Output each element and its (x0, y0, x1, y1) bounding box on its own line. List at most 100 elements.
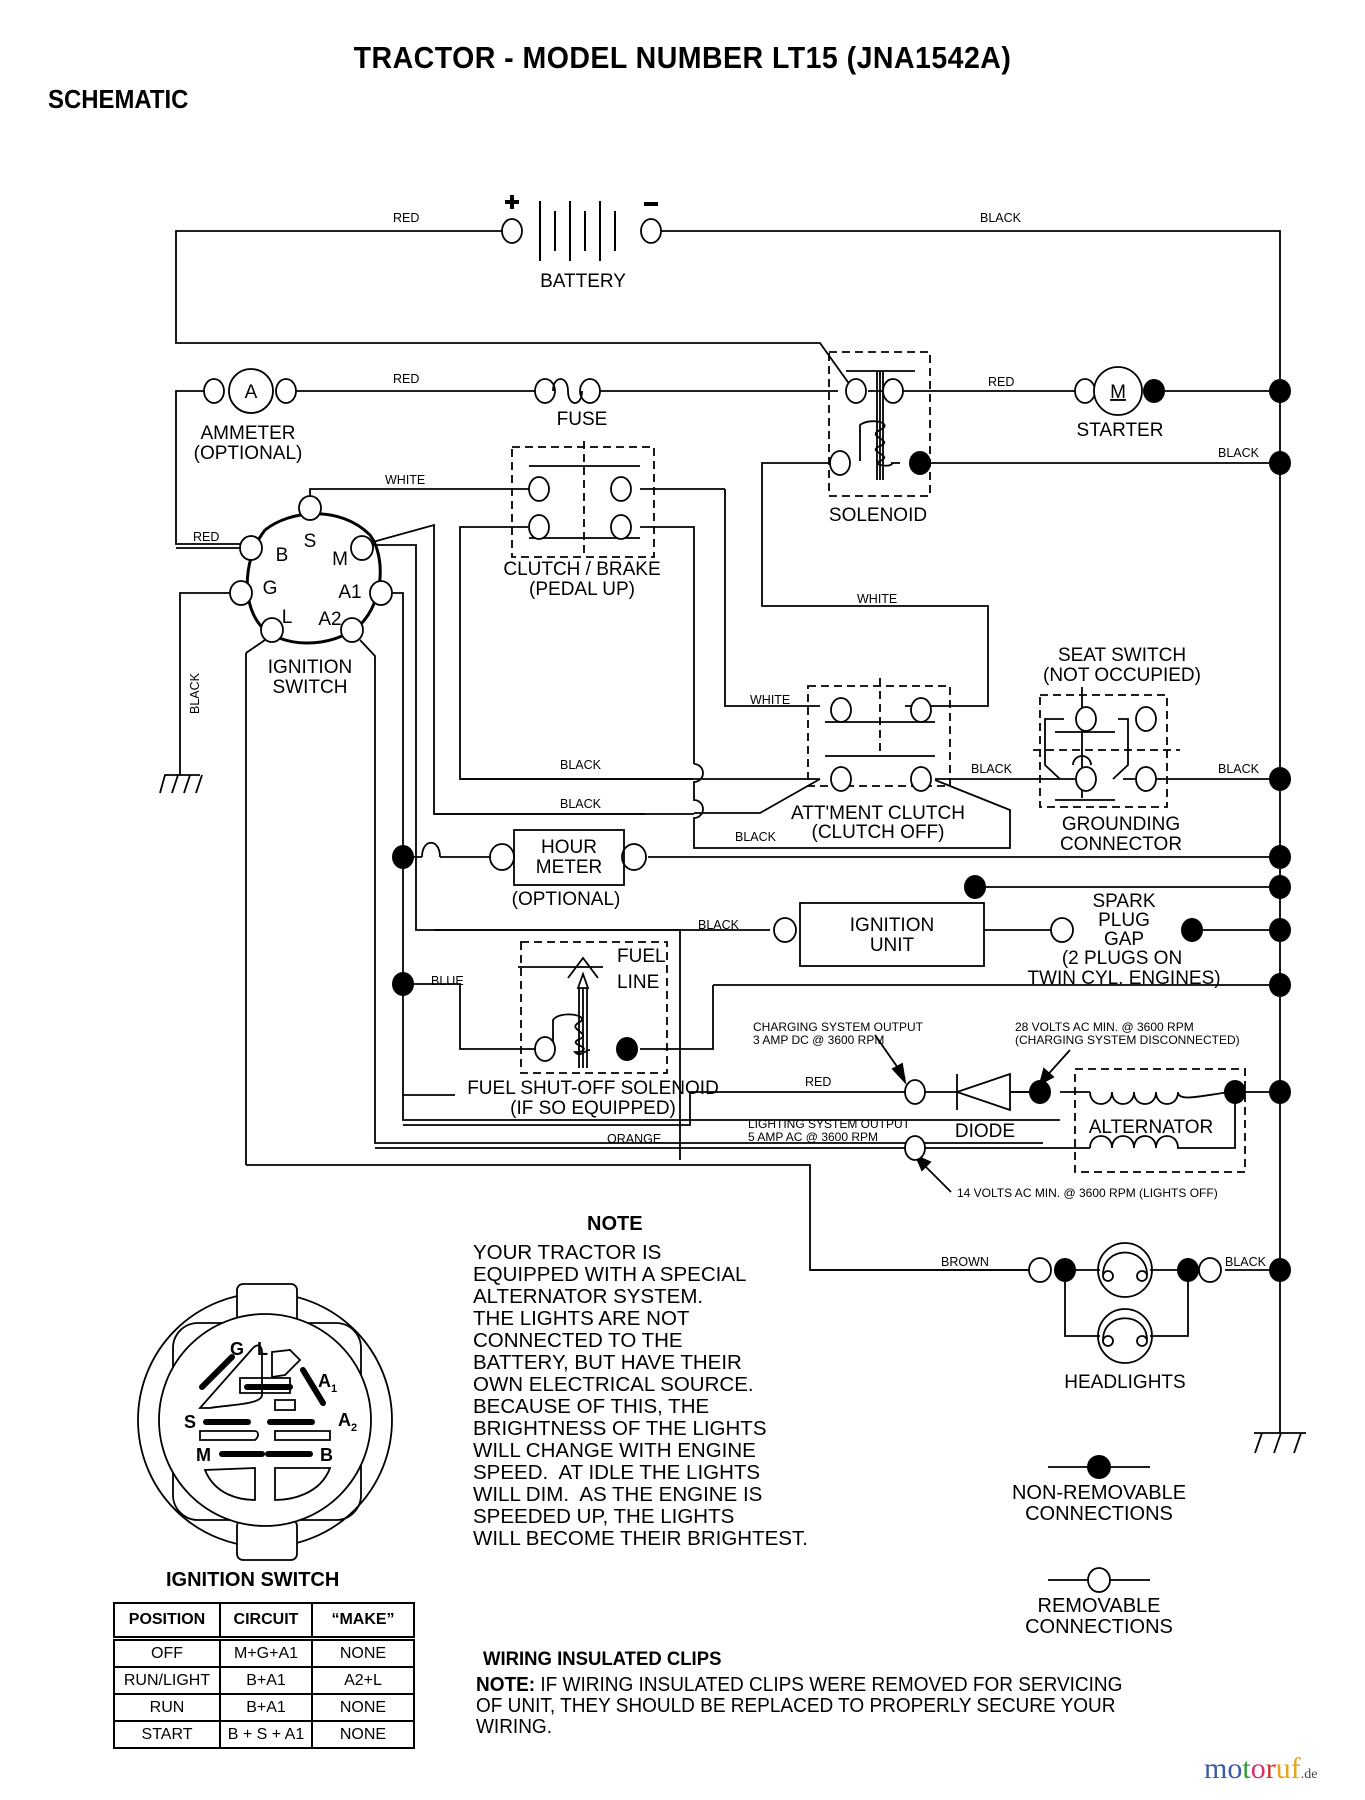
table-cell: A2+L (311, 1666, 415, 1695)
battery-positive-terminal (501, 218, 523, 244)
watermark-letter: f (1290, 1752, 1301, 1785)
wire-label: WHITE (857, 592, 897, 606)
table-row: START B + S + A1 NONE (113, 1720, 415, 1749)
ign-diagram-a2: A (338, 1410, 351, 1430)
wire-label: ORANGE (607, 1132, 661, 1146)
wire-label: BLACK (1218, 446, 1260, 460)
annotation: 5 AMP AC @ 3600 RPM (748, 1130, 878, 1144)
diode-label: DIODE (955, 1121, 1015, 1142)
ammeter-symbol: A (245, 382, 258, 403)
clips-title: WIRING INSULATED CLIPS (483, 1648, 722, 1670)
legend-non-removable: NON-REMOVABLE CONNECTIONS (979, 1483, 1219, 1525)
spark-plug-label: SPARK (1092, 891, 1155, 912)
wire-charging-red (403, 1091, 905, 1126)
annotation: (CHARGING SYSTEM DISCONNECTED) (1015, 1033, 1240, 1047)
legend-removable-line1: REMOVABLE (1037, 1595, 1161, 1617)
ign-diagram-a1: A (318, 1371, 331, 1391)
hour-meter-label: HOUR (541, 837, 597, 858)
battery-label: BATTERY (540, 271, 626, 292)
clips-note-text: IF WIRING INSULATED CLIPS WERE REMOVED F… (476, 1674, 1123, 1738)
ign-diagram-g: G (230, 1339, 244, 1359)
wire-ign-a2 (374, 1140, 1043, 1144)
watermark-letter: o (1250, 1752, 1266, 1785)
table-row: OFF M+G+A1 NONE (113, 1637, 415, 1668)
ignition-switch-table-title: IGNITION SWITCH (166, 1569, 340, 1591)
note-title: NOTE (587, 1213, 643, 1235)
fuel-solenoid-note: (IF SO EQUIPPED) (510, 1098, 676, 1119)
table-cell: RUN/LIGHT (113, 1666, 221, 1695)
page-title: TRACTOR - MODEL NUMBER LT15 (JNA1542A) (353, 40, 1012, 75)
spark-plug-label: TWIN CYL. ENGINES) (1027, 968, 1220, 989)
ammeter-label: AMMETER (201, 423, 296, 444)
ammeter-optional: (OPTIONAL) (194, 443, 303, 464)
wire-clutch-bottom-right (640, 526, 695, 764)
fuse-label: FUSE (557, 409, 608, 430)
ignition-unit-box (799, 902, 985, 967)
battery-negative-terminal (640, 218, 662, 244)
table-cell: B + S + A1 (219, 1720, 313, 1749)
table-header: “MAKE” (311, 1602, 415, 1641)
spark-plug-label: PLUG (1098, 910, 1150, 931)
hour-meter-box (513, 829, 625, 886)
annotation: LIGHTING SYSTEM OUTPUT (748, 1117, 911, 1131)
wire-label: WHITE (750, 693, 790, 707)
watermark-logo[interactable]: motoruf.de (1204, 1752, 1317, 1786)
fuel-label: FUEL (617, 946, 666, 967)
table-cell: B+A1 (219, 1693, 313, 1722)
ign-diagram-a2-sub: 2 (351, 1422, 357, 1434)
table-header: POSITION (113, 1602, 221, 1641)
ign-terminal-s: S (304, 531, 317, 552)
wire-ign-a1 (385, 592, 455, 1096)
seat-switch-state: (NOT OCCUPIED) (1043, 665, 1201, 686)
ign-diagram-s: S (184, 1412, 196, 1432)
wire-battery-positive (175, 230, 851, 386)
wire-label: BLACK (971, 762, 1013, 776)
table-cell: NONE (311, 1720, 415, 1749)
watermark-letter: m (1204, 1752, 1228, 1785)
fuel-line-arrow-icon (567, 956, 599, 979)
legend-removable-icon (1087, 1567, 1111, 1593)
wire-ign-ground (179, 592, 240, 775)
table-cell: B+A1 (219, 1666, 313, 1695)
ground-symbol-left (159, 774, 200, 794)
wire-label: BLACK (188, 672, 202, 714)
wire-ign-a1-down (402, 1095, 1060, 1121)
seat-switch-label: SEAT SWITCH (1058, 645, 1186, 666)
table-cell: START (113, 1720, 221, 1749)
wire-ign-m2 (362, 544, 681, 1160)
ignition-unit-label-2: UNIT (870, 935, 915, 956)
wire-fuel-blue (403, 983, 535, 1050)
clips-note: NOTE: IF WIRING INSULATED CLIPS WERE REM… (476, 1675, 1141, 1738)
solenoid-label: SOLENOID (829, 505, 927, 526)
attment-clutch-box (807, 685, 951, 787)
grounding-connector-label: GROUNDING (1062, 814, 1180, 835)
ignition-switch-label-2: SWITCH (273, 677, 348, 698)
wire-fuel-right (640, 985, 714, 1050)
ignition-switch-table: POSITION CIRCUIT “MAKE” OFF M+G+A1 NONE … (113, 1602, 415, 1749)
alternator-label: ALTERNATOR (1089, 1117, 1214, 1138)
alternator-coil-bottom-icon (1089, 1092, 1236, 1149)
table-row: RUN B+A1 NONE (113, 1693, 415, 1722)
alternator-coil-top-icon (1089, 1091, 1231, 1105)
legend-removable: REMOVABLE CONNECTIONS (979, 1596, 1219, 1638)
watermark-tld: .de (1300, 1767, 1318, 1782)
table-cell: M+G+A1 (219, 1637, 313, 1668)
ignition-switch-label: IGNITION (268, 657, 352, 678)
spark-plug-label: (2 PLUGS ON (1062, 948, 1182, 969)
section-title: SCHEMATIC (48, 84, 189, 114)
ign-terminal-a2: A2 (318, 609, 341, 630)
clutch-brake-state: (PEDAL UP) (529, 579, 635, 600)
wire-label: BROWN (941, 1255, 989, 1269)
wire-label: BLACK (560, 758, 602, 772)
table-header-row: POSITION CIRCUIT “MAKE” (113, 1602, 415, 1641)
ammeter-icon (228, 368, 274, 414)
wire-ign-white (309, 488, 542, 502)
non-removable-connections (392, 379, 1291, 1479)
attment-clutch-label: ATT'MENT CLUTCH (791, 803, 965, 824)
watermark-letter: u (1275, 1752, 1291, 1785)
line-label: LINE (617, 972, 659, 993)
alternator-box (1074, 1068, 1246, 1173)
note-body: YOUR TRACTOR IS EQUIPPED WITH A SPECIAL … (473, 1241, 808, 1550)
grounding-connector-label-2: CONNECTOR (1060, 834, 1182, 855)
